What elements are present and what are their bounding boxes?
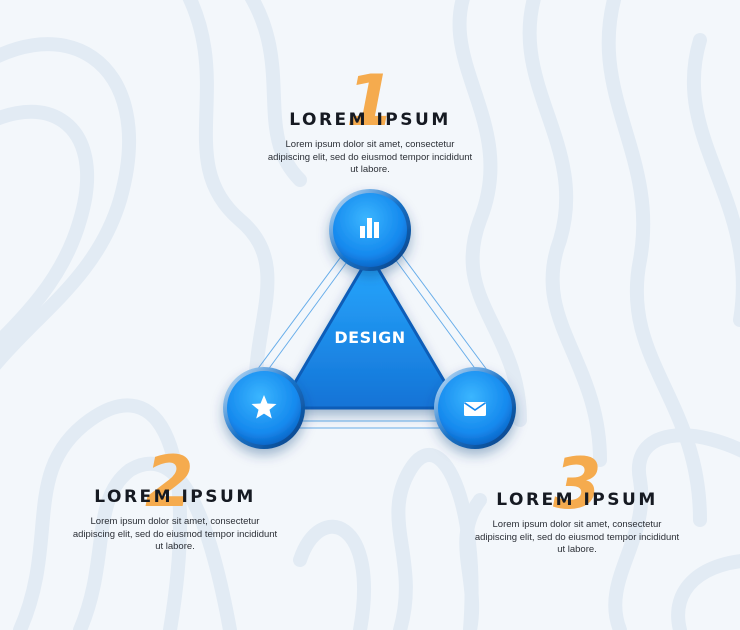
bar-chart-icon [360, 218, 379, 238]
center-label: DESIGN [334, 328, 406, 347]
step-1-number: 1 [346, 60, 395, 142]
step-3-text: Lorem ipsum dolor sit amet, consectetur … [474, 519, 680, 555]
step-2-text: Lorem ipsum dolor sit amet, consectetur … [72, 516, 278, 552]
step-1-text: Lorem ipsum dolor sit amet, consectetur … [267, 139, 473, 175]
step-2-block: 2 LOREM IPSUM Lorem ipsum dolor sit amet… [55, 447, 295, 554]
step-1-block: 1 LOREM IPSUM Lorem ipsum dolor sit amet… [250, 66, 490, 177]
step-2-title: LOREM IPSUM [94, 487, 256, 507]
step-3-number: 3 [553, 443, 602, 525]
design-triangle [278, 253, 462, 410]
step-2-number: 2 [145, 441, 194, 523]
step-1-title: LOREM IPSUM [289, 110, 451, 130]
step-3-title: LOREM IPSUM [496, 490, 658, 510]
step-3-block: 3 LOREM IPSUM Lorem ipsum dolor sit amet… [457, 447, 697, 557]
star-icon [251, 395, 277, 419]
envelope-icon [464, 402, 486, 416]
connector-lines [253, 249, 491, 429]
